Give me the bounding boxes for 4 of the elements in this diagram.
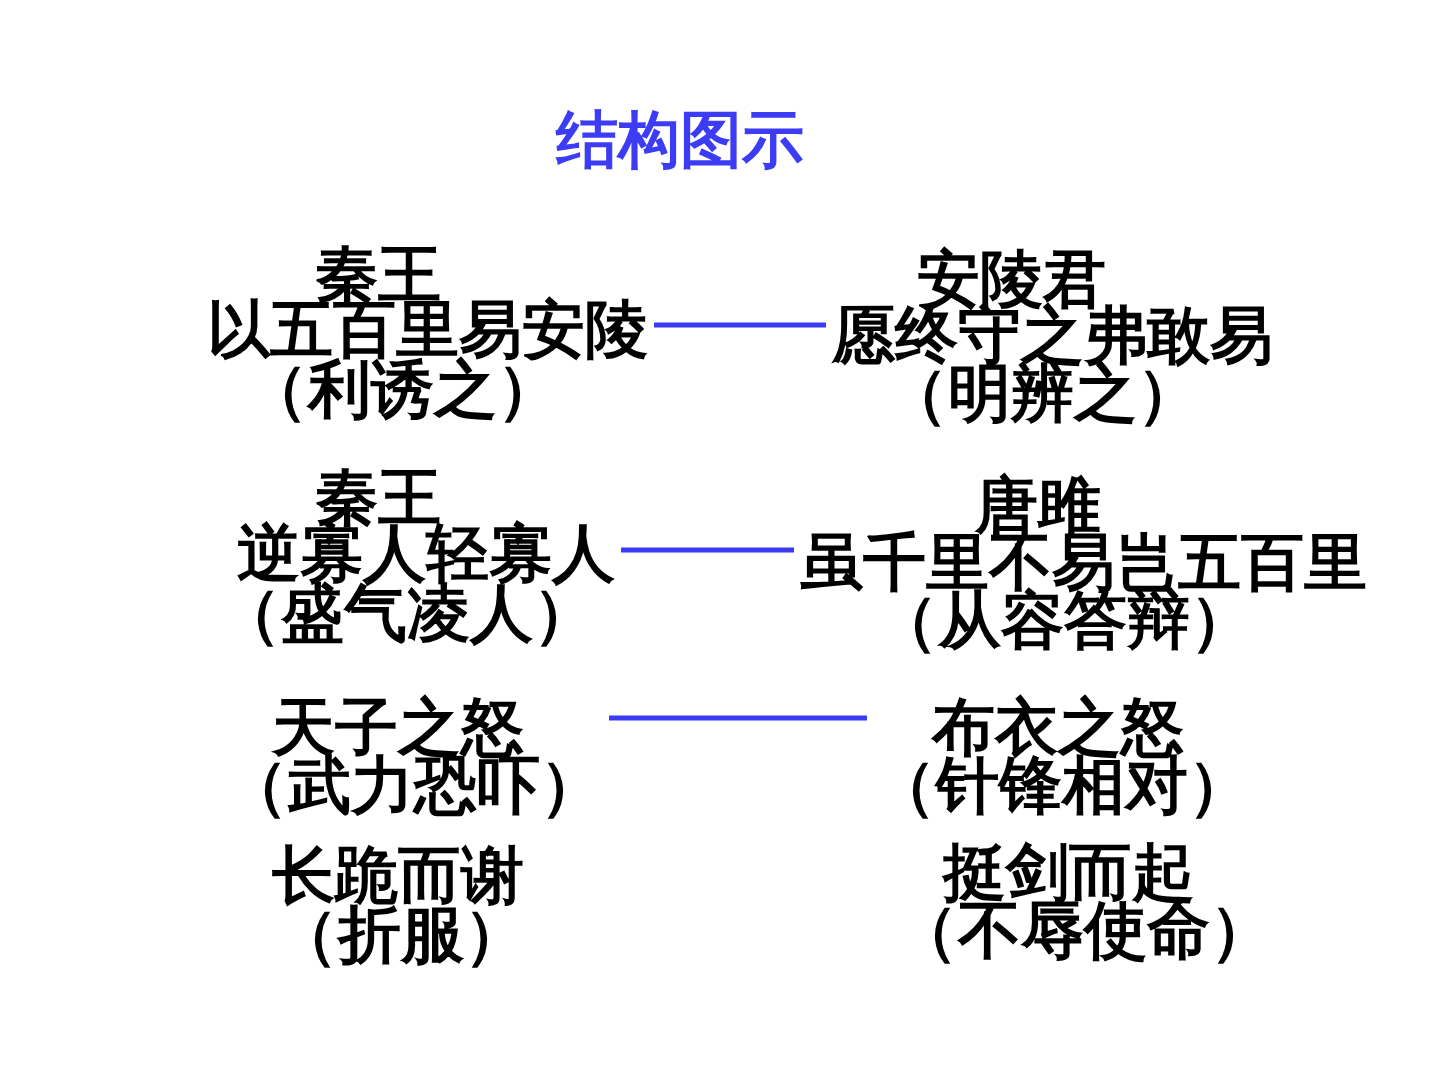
title-text: 结构图示 [556,102,804,178]
connector-line [621,547,794,553]
connector-line [609,715,867,721]
connector-line [654,322,826,328]
